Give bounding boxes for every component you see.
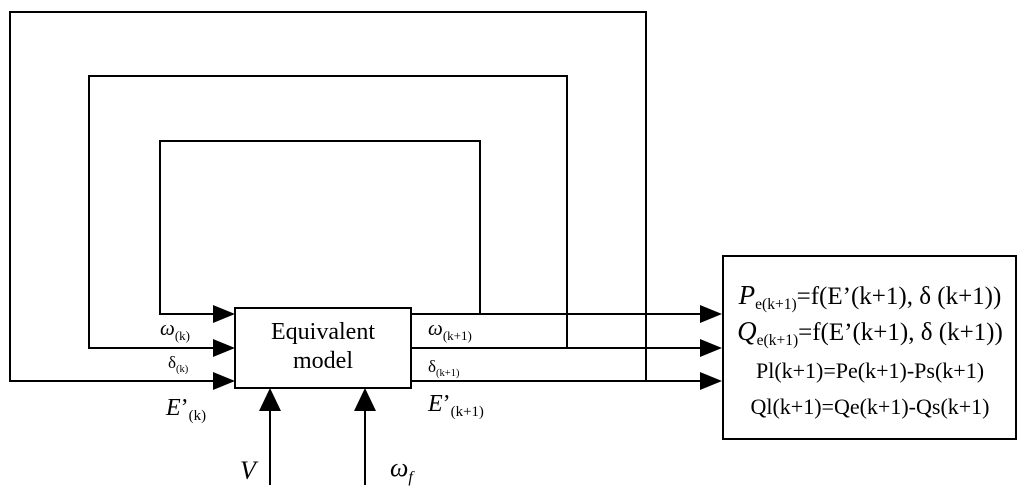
- eq2-rhs: =f(E’(k+1), δ (k+1)): [798, 319, 1003, 346]
- wf-input-arrowhead: [354, 388, 376, 411]
- model-label-line1: Equivalent: [271, 319, 375, 345]
- output-e-label: E’(k+1): [428, 391, 484, 420]
- eq1-rhs: =f(E’(k+1), δ (k+1)): [796, 283, 1002, 310]
- eq1-lhs-symbol: P: [738, 280, 756, 310]
- input-omega-label: ω(k): [160, 316, 190, 342]
- output-delta-label: δ(k+1): [428, 357, 460, 379]
- equation-box: [722, 255, 1017, 440]
- input-arrow-omega: [213, 305, 235, 323]
- output-omega-symbol: ω: [428, 316, 443, 340]
- output-arrow-e: [700, 372, 722, 390]
- eq2-lhs-symbol: Q: [737, 316, 757, 346]
- input-arrow-delta: [213, 339, 235, 357]
- input-e-symbol: E: [166, 395, 181, 421]
- output-e-symbol: E: [428, 391, 443, 417]
- output-e-subscript: (k+1): [450, 404, 484, 421]
- equation-4: Ql(k+1)=Qe(k+1)-Qs(k+1): [750, 394, 990, 419]
- output-omega-subscript: (k+1): [442, 327, 472, 343]
- input-omega-symbol: ω: [160, 316, 175, 340]
- output-delta-symbol: δ: [428, 357, 437, 376]
- eq2-lhs-subscript: e(k+1): [756, 332, 799, 350]
- v-input-arrowhead: [259, 388, 281, 411]
- input-delta-symbol: δ: [168, 353, 177, 372]
- output-arrow-omega: [700, 305, 722, 323]
- wf-input-symbol: ω: [390, 453, 409, 482]
- input-e-prime: ’: [180, 395, 189, 421]
- input-arrow-e: [213, 372, 235, 390]
- output-e-prime: ’: [442, 391, 451, 417]
- inner-feedback-loop: [159, 140, 481, 315]
- input-delta-subscript: (k): [176, 363, 189, 375]
- model-label: Equivalent model: [235, 318, 411, 376]
- outer-feedback-loop: [9, 11, 647, 382]
- output-arrow-delta: [700, 339, 722, 357]
- output-delta-subscript: (k+1): [436, 367, 460, 379]
- eq1-lhs-subscript: e(k+1): [755, 296, 797, 314]
- v-input-label: V: [240, 456, 256, 485]
- wf-input-label: ωf: [390, 453, 413, 486]
- input-omega-subscript: (k): [174, 327, 191, 343]
- middle-feedback-loop: [88, 75, 568, 349]
- equation-2: Qe(k+1)=f(E’(k+1), δ (k+1)): [724, 316, 1016, 350]
- wf-input-subscript: f: [408, 468, 413, 486]
- equation-3: Pl(k+1)=Pe(k+1)-Ps(k+1): [755, 358, 985, 383]
- output-omega-label: ω(k+1): [428, 316, 472, 342]
- equivalent-model-box: [234, 307, 412, 389]
- input-e-label: E’(k): [166, 395, 206, 424]
- input-e-subscript: (k): [188, 408, 207, 425]
- input-delta-label: δ(k): [168, 353, 189, 375]
- model-label-line2: model: [293, 347, 353, 374]
- equation-1: Pe(k+1)=f(E’(k+1), δ (k+1)): [724, 280, 1016, 314]
